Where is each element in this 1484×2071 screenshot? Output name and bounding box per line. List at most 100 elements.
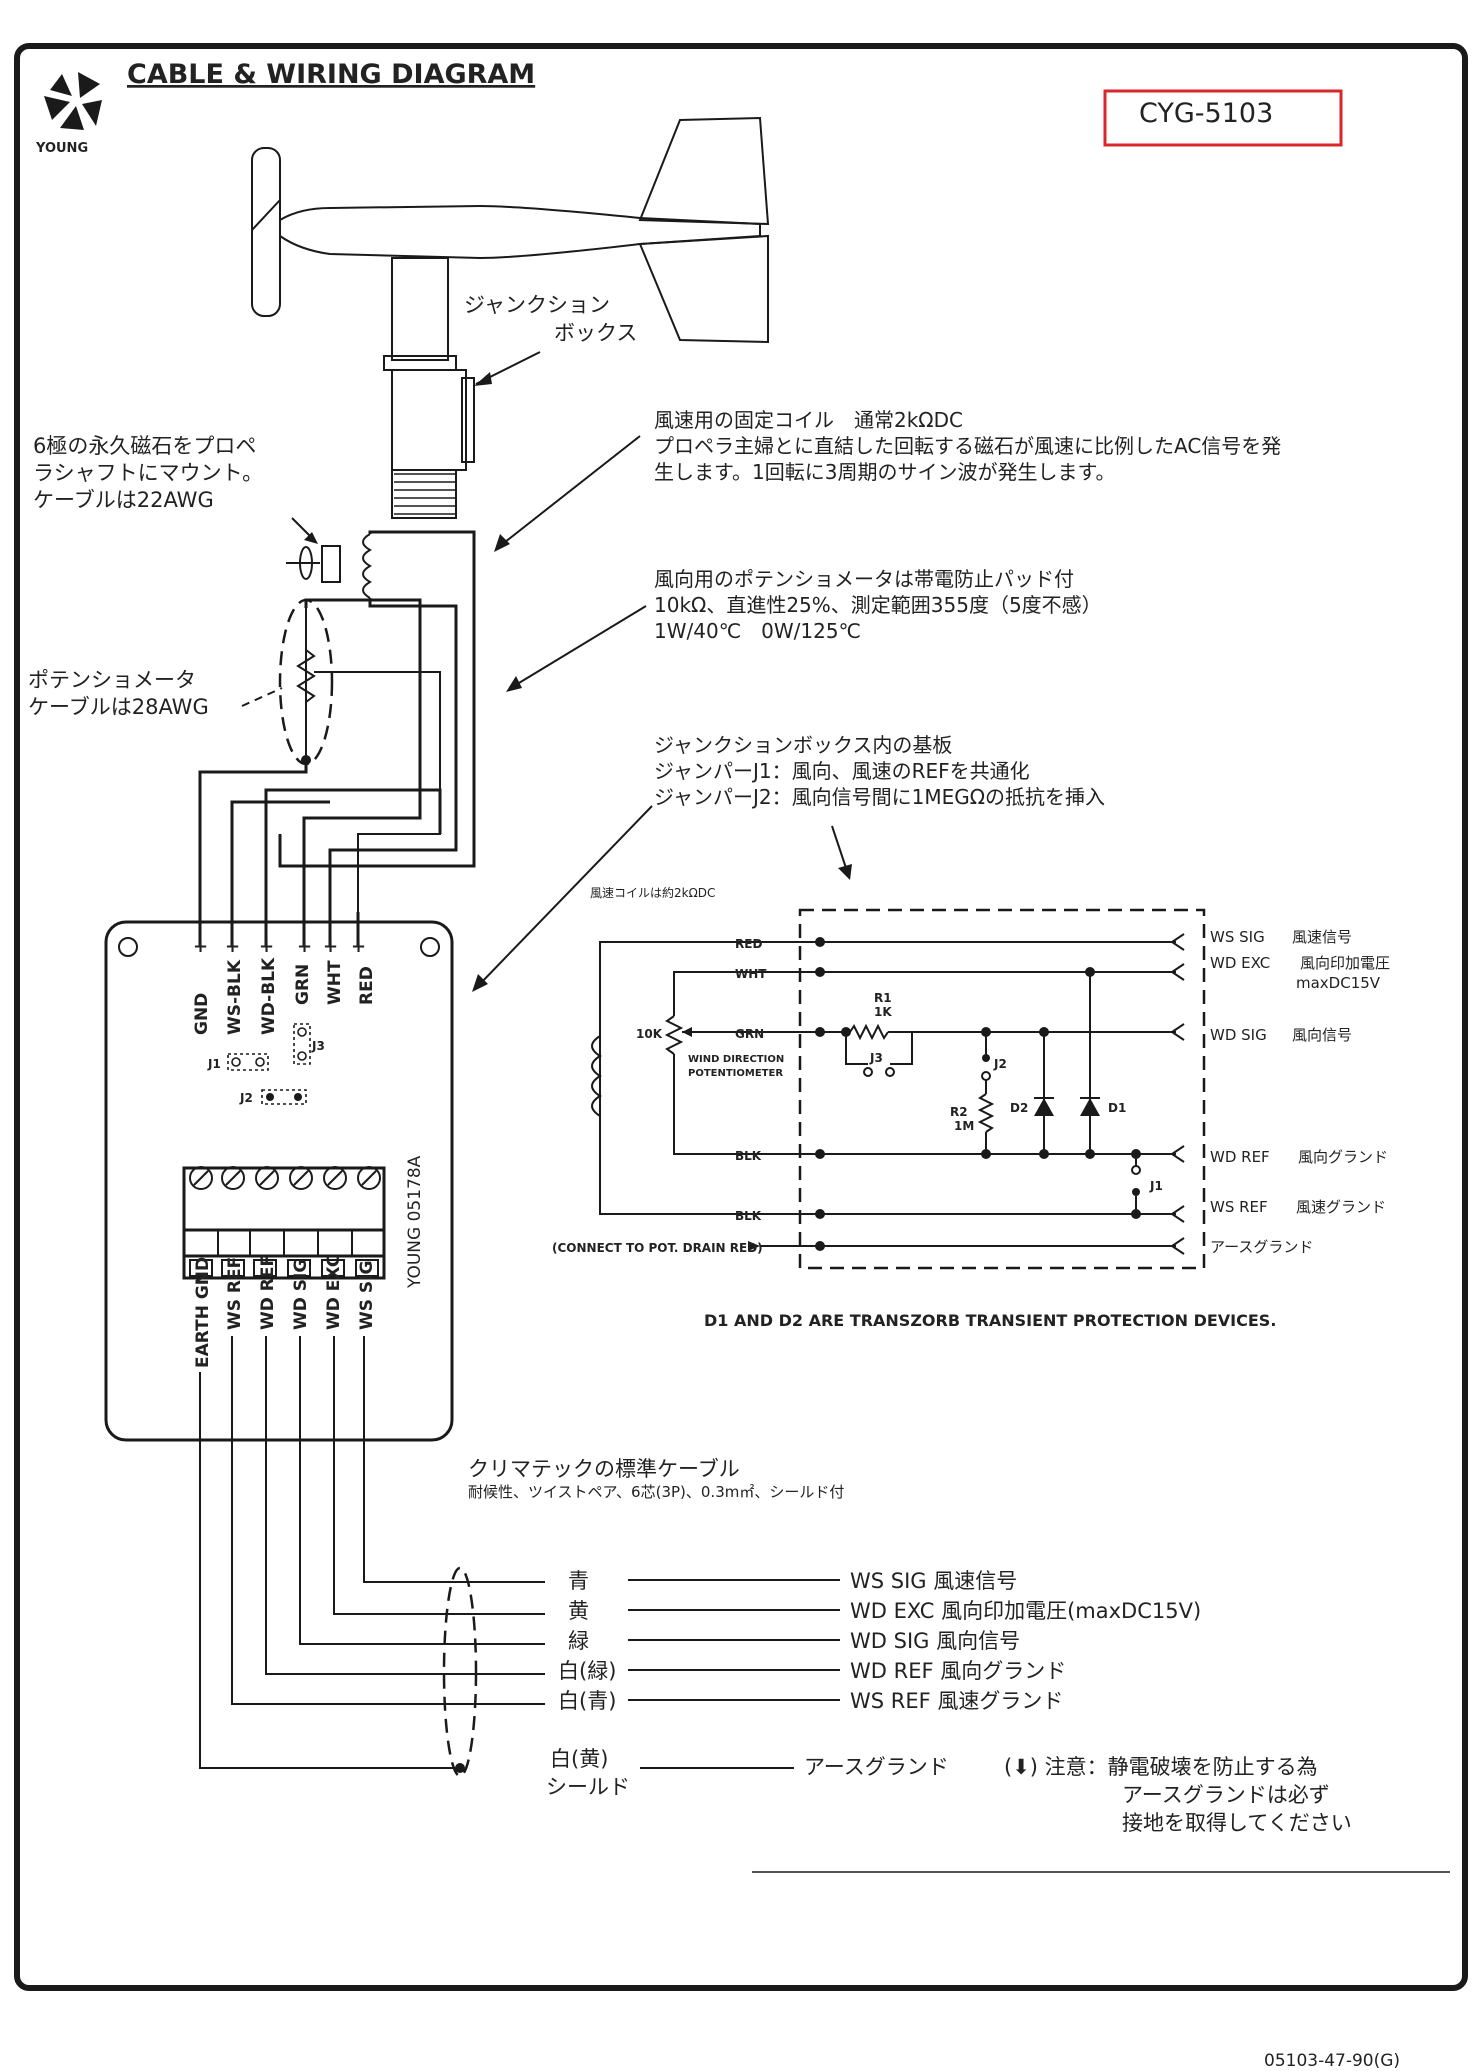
wd-pot-note-3: 1W/40℃ 0W/125℃ [654, 619, 861, 643]
pot-note-arrow [513, 605, 647, 687]
terminal-board [104, 788, 454, 1442]
out-wd-exc-jp: 風向印加電圧 [1300, 954, 1390, 972]
magnet-note-1: 6極の永久磁石をプロペ [33, 434, 256, 458]
cable-signal-4: WD REF 風向グランド [850, 1659, 1066, 1683]
wire-wht: WHT [735, 967, 767, 981]
plus-5: + [323, 936, 338, 957]
pin-grn: GRN [293, 964, 313, 1005]
out-ws-sig-jp: 風速信号 [1292, 928, 1352, 946]
pcb-arrow [477, 805, 653, 987]
pcb-note-3: ジャンパーJ2：風向信号間に1MEGΩの抵抗を挿入 [654, 785, 1105, 809]
board-bottom-labels: EARTH GND WS REF WD REF WD SIG WD EXC WS… [193, 1255, 377, 1368]
cable-signal-1: WS SIG 風速信号 [850, 1569, 1017, 1593]
out-wd-exc-max: maxDC15V [1296, 974, 1381, 992]
caution-note-1: (⬇) 注意：静電破壊を防止する為 [1004, 1755, 1318, 1779]
plus-6: + [351, 936, 366, 957]
out-wd-sig-jp: 風向信号 [1292, 1026, 1352, 1044]
magnet-arrow-head [304, 532, 318, 544]
term-wd-exc: WD EXC [324, 1255, 344, 1330]
out-ws-ref: WS REF [1210, 1198, 1268, 1216]
logo-text: YOUNG [35, 141, 88, 156]
board-j2: J2 [239, 1091, 253, 1105]
out-ws-ref-jp: 風速グランド [1296, 1198, 1386, 1216]
pin-gnd: GND [192, 993, 212, 1035]
pot-cable-note-2: ケーブルは28AWG [28, 695, 209, 719]
r2-label: R2 [950, 1105, 968, 1119]
pcb-arrow-head [472, 974, 488, 992]
page-title: CABLE & WIRING DIAGRAM [127, 59, 535, 90]
r1-label: R1 [874, 991, 892, 1005]
coil-arrow-head [494, 534, 510, 552]
out-wd-ref-jp: 風向グランド [1298, 1148, 1388, 1166]
pcb-schematic [591, 908, 1206, 1270]
pot-note-arrow-head [506, 676, 522, 692]
cable-wires [199, 1336, 545, 1778]
board-model: YOUNG 05178A [405, 1155, 425, 1289]
r1-value: 1K [874, 1005, 892, 1019]
pin-wd-blk: WD-BLK [259, 957, 279, 1035]
d2-label: D2 [1010, 1101, 1028, 1115]
wire-blk-1: BLK [735, 1149, 762, 1163]
cable-map: 青 黄 緑 白(緑) 白(青) WS SIG 風速信号 WD EXC 風向印加電… [558, 1569, 1201, 1713]
cable-color-1: 青 [568, 1569, 589, 1593]
ws-coil-note-1: 風速用の固定コイル 通常2kΩDC [654, 408, 963, 432]
arrow-head [474, 372, 492, 386]
j1-label: J1 [1149, 1179, 1163, 1193]
caution-note-2: アースグランドは必ず [1122, 1783, 1330, 1807]
cable-signal-2: WD EXC 風向印加電圧(maxDC15V) [850, 1599, 1201, 1623]
wd-pot-note-1: 風向用のポテンショメータは帯電防止パッド付 [654, 567, 1074, 591]
junction-box-label-1: ジャンクション [464, 293, 610, 317]
schematic-wire-labels: RED WHT GRN BLK BLK (CONNECT TO POT. DRA… [552, 937, 767, 1255]
ws-coil-note-2: プロペラ主婦とに直結した回転する磁石が風速に比例したAC信号を発 [654, 434, 1281, 458]
young-logo: YOUNG [35, 72, 102, 156]
plus-1: + [193, 936, 208, 957]
cable-note-2: 耐候性、ツイストペア、6芯(3P)、0.3m㎡、シールド付 [468, 1483, 844, 1501]
magnet-note-2: ラシャフトにマウント。 [33, 461, 263, 485]
j3-label: J3 [869, 1051, 883, 1065]
schematic-outputs: WS SIG 風速信号 WD EXC 風向印加電圧 maxDC15V WD SI… [1210, 928, 1390, 1256]
plus-3: + [259, 936, 274, 957]
coil-note: 風速コイルは約2kΩDC [590, 885, 715, 900]
term-earth-gnd: EARTH GND [193, 1257, 213, 1368]
pot-arrow [241, 687, 283, 707]
term-wd-ref: WD REF [258, 1255, 278, 1330]
board-top-pin-labels: GND WS-BLK WD-BLK GRN WHT RED [192, 957, 377, 1035]
pot-label-2: POTENTIOMETER [688, 1068, 783, 1079]
page-border [14, 43, 1468, 1991]
term-ws-sig: WS SIG [357, 1261, 377, 1330]
pin-ws-blk: WS-BLK [225, 959, 245, 1035]
d1-label: D1 [1108, 1101, 1126, 1115]
wire-red: RED [735, 937, 762, 951]
wire-drain: (CONNECT TO POT. DRAIN RED) [552, 1241, 763, 1255]
magnet-note-3: ケーブルは22AWG [33, 488, 214, 512]
shield-color: 白(黄) [550, 1747, 608, 1771]
pcb-note-1: ジャンクションボックス内の基板 [654, 733, 952, 757]
sensor-internals [198, 530, 476, 912]
pot-cable-note-1: ポテンショメータ [28, 668, 196, 692]
coil-arrow [499, 435, 641, 547]
pin-red: RED [357, 966, 377, 1005]
term-ws-ref: WS REF [225, 1257, 245, 1330]
cable-signal-5: WS REF 風速グランド [850, 1689, 1063, 1713]
out-wd-sig: WD SIG [1210, 1026, 1267, 1044]
pcb-arrow-2-head [838, 864, 852, 880]
pot-label-1: WIND DIRECTION [688, 1054, 784, 1065]
pcb-note-2: ジャンパーJ1：風向、風速のREFを共通化 [654, 759, 1030, 783]
board-j3: J3 [311, 1039, 325, 1053]
cable-note-1: クリマテックの標準ケーブル [468, 1457, 740, 1481]
cable-color-4: 白(緑) [558, 1659, 616, 1683]
wire-grn: GRN [735, 1027, 764, 1041]
junction-box-label-2: ボックス [554, 321, 637, 345]
caution-note-3: 接地を取得してください [1122, 1811, 1352, 1835]
board-plus-signs: + + + + + + [193, 936, 366, 957]
wire-blk-2: BLK [735, 1209, 762, 1223]
j2-label: J2 [993, 1057, 1007, 1071]
out-wd-ref: WD REF [1210, 1148, 1270, 1166]
cable-color-3: 緑 [568, 1629, 589, 1653]
ws-coil-note-3: 生します。1回転に3周期のサイン波が発生します。 [654, 460, 1115, 484]
out-wd-exc: WD EXC [1210, 954, 1270, 972]
doc-number: 05103-47-90(G) [1264, 2051, 1400, 2071]
wd-pot-note-2: 10kΩ、直進性25%、測定範囲355度（5度不感） [654, 593, 1102, 617]
cable-color-5: 白(青) [558, 1689, 616, 1713]
